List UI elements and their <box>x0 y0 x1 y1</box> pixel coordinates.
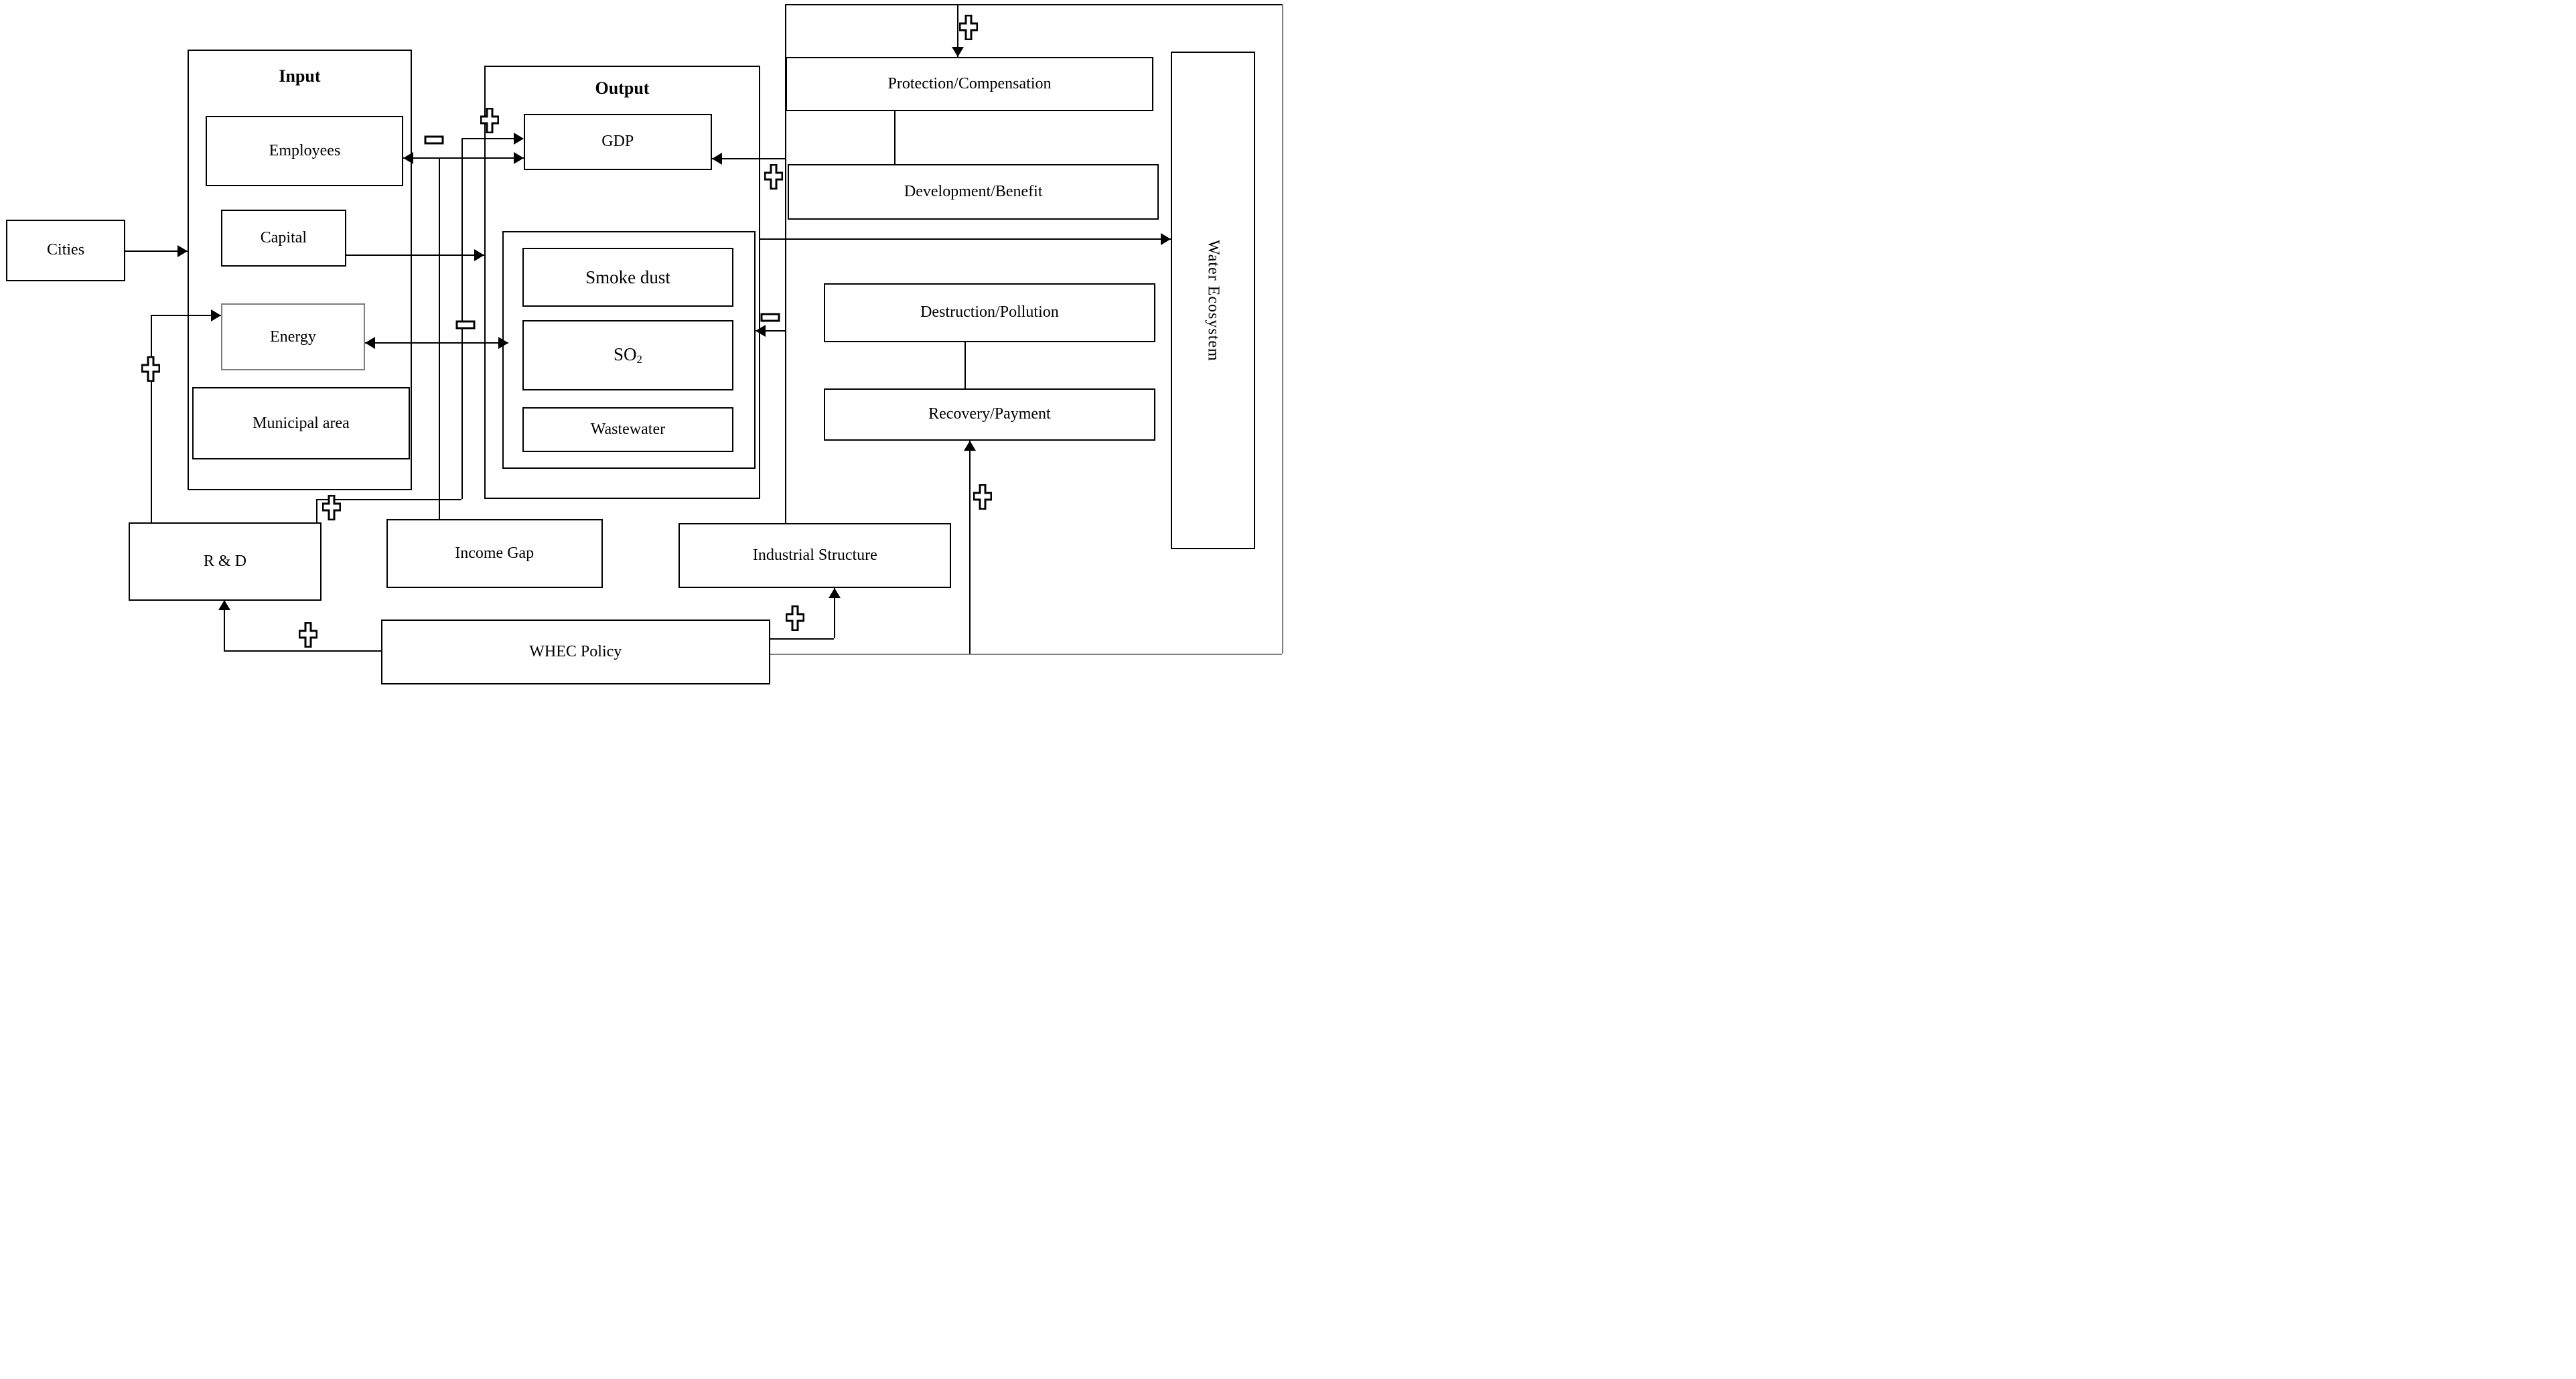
arrowhead-into-rd <box>218 600 230 611</box>
plus-icon <box>785 605 805 632</box>
edge-rd-energy-riser <box>150 315 152 523</box>
node-whec-policy-label: WHEC Policy <box>529 642 622 660</box>
node-income-gap: Income Gap <box>386 519 603 588</box>
node-municipal-area: Municipal area <box>192 387 410 460</box>
edge-capital-to-output <box>346 255 485 257</box>
arrowhead-into-pollutants <box>498 336 508 349</box>
plus-icon <box>141 356 161 382</box>
edge-employees-gdp <box>403 157 524 159</box>
node-recovery-payment-label: Recovery/Payment <box>928 405 1051 423</box>
arrowhead-into-gdp-right <box>712 152 723 165</box>
arrowhead-into-energy <box>364 336 375 349</box>
node-cities-label: Cities <box>47 241 85 259</box>
node-rd-label: R & D <box>203 552 246 570</box>
node-so2-label: SO2 <box>614 344 642 366</box>
node-protection-compensation: Protection/Compensation <box>786 57 1154 112</box>
plus-icon <box>480 107 500 134</box>
node-protection-compensation-label: Protection/Compensation <box>887 74 1052 92</box>
node-water-ecosystem: Water Ecosystem <box>1171 51 1255 550</box>
node-destruction-pollution: Destruction/Pollution <box>823 283 1155 343</box>
node-income-gap-label: Income Gap <box>455 545 534 563</box>
node-gdp: GDP <box>523 113 713 170</box>
node-wastewater: Wastewater <box>522 407 733 452</box>
edge-trunk-industrial <box>785 3 787 523</box>
edge-whec-rd-riser <box>224 600 226 650</box>
arrowhead-into-gdp-upper <box>513 132 524 145</box>
plus-icon <box>298 622 318 648</box>
arrowhead-into-watereco <box>1161 233 1171 246</box>
minus-icon <box>424 135 444 145</box>
edge-loop-recovery-riser <box>969 440 971 654</box>
node-industrial-structure: Industrial Structure <box>678 522 952 588</box>
arrowhead-into-input <box>177 245 188 258</box>
node-municipal-area-label: Municipal area <box>253 414 350 432</box>
edge-output-watereco <box>760 238 1171 240</box>
plus-icon <box>321 494 342 521</box>
arrowhead-into-output-right <box>755 324 766 337</box>
input-group-title: Input <box>279 66 321 86</box>
node-gdp-label: GDP <box>601 132 634 150</box>
edge-rd-gdp-top <box>461 137 524 139</box>
node-input-group <box>187 50 412 491</box>
plus-icon <box>973 484 993 510</box>
arrowhead-into-output <box>474 249 485 262</box>
plus-icon <box>764 163 784 190</box>
node-so2: SO2 <box>522 319 733 390</box>
minus-icon <box>760 313 780 322</box>
edge-whec-loop-right <box>1281 3 1283 654</box>
node-industrial-structure-label: Industrial Structure <box>752 546 877 564</box>
edge-rd-gdp-riser2 <box>461 137 463 500</box>
node-capital-label: Capital <box>260 228 307 246</box>
node-whec-policy: WHEC Policy <box>381 619 770 684</box>
node-destruction-pollution-label: Destruction/Pollution <box>920 303 1059 321</box>
node-development-benefit: Development/Benefit <box>788 164 1159 220</box>
edge-rd-gdp-mid <box>316 499 461 501</box>
arrowhead-into-energy-left <box>210 309 221 322</box>
edge-cities-to-input <box>125 250 188 252</box>
arrowhead-into-employees <box>403 152 414 165</box>
node-recovery-payment: Recovery/Payment <box>823 388 1155 441</box>
edge-energy-pollutants <box>364 342 508 344</box>
arrowhead-into-protection <box>951 47 964 58</box>
node-development-benefit-label: Development/Benefit <box>904 182 1043 200</box>
arrowhead-into-industrial <box>829 587 841 598</box>
edge-destruction-recovery <box>964 342 966 389</box>
node-pollutants-group <box>502 231 756 469</box>
node-energy-label: Energy <box>270 328 316 346</box>
arrowhead-into-gdp-lower <box>513 152 524 165</box>
edge-rd-energy-top <box>150 315 221 317</box>
node-cities: Cities <box>6 219 126 282</box>
edge-whec-industrial <box>770 638 835 640</box>
node-wastewater-label: Wastewater <box>590 420 666 438</box>
edge-whec-loop-bottom <box>770 653 1283 655</box>
edge-whec-loop-top <box>785 3 1282 5</box>
node-rd: R & D <box>128 522 321 601</box>
minus-icon <box>455 320 476 330</box>
node-output-group <box>484 66 760 499</box>
node-capital: Capital <box>220 209 346 267</box>
node-employees-label: Employees <box>269 141 341 159</box>
node-smoke-dust-label: Smoke dust <box>585 267 670 287</box>
edge-whec-industrial-riser <box>834 587 836 638</box>
node-water-ecosystem-label: Water Ecosystem <box>1204 239 1222 362</box>
edge-rd-gdp-riser1 <box>316 499 318 523</box>
edge-protection-development <box>893 111 896 165</box>
plus-icon <box>958 14 979 41</box>
edge-whec-rd <box>224 650 381 652</box>
edge-income-gap-riser <box>438 157 440 520</box>
diagram-canvas: Cities Input Employees Capital Energy Mu… <box>0 0 1288 690</box>
edge-loop-protection <box>956 3 958 58</box>
node-employees: Employees <box>206 115 404 186</box>
edge-trunk-so2 <box>755 330 786 332</box>
arrowhead-into-recovery <box>964 440 977 451</box>
node-energy: Energy <box>220 303 365 371</box>
output-group-title: Output <box>595 78 650 98</box>
edge-trunk-gdp <box>712 157 786 159</box>
node-smoke-dust: Smoke dust <box>522 248 733 307</box>
